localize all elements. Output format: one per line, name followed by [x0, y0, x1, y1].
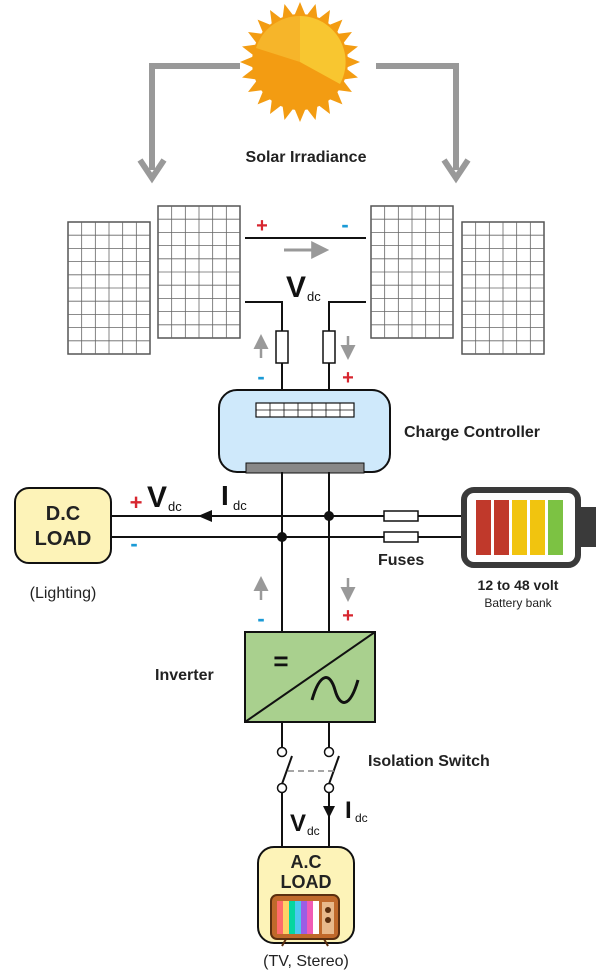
isolation-switch [276, 746, 340, 794]
tv-screen-bar [277, 901, 283, 934]
irradiance-arrow-right-head [441, 158, 471, 184]
sun-ray [240, 55, 255, 69]
idc-load-i: I [221, 480, 229, 511]
solar-panel-4 [461, 221, 545, 355]
vdc-top-v: V [286, 271, 306, 304]
sun-ray [248, 32, 264, 45]
sun-ray [257, 90, 272, 105]
panel-fuse-left [275, 330, 289, 364]
battery-cell [530, 500, 545, 555]
panel-fuse-right [322, 330, 336, 364]
irradiance-label: Solar Irradiance [246, 149, 367, 166]
battery-fuse-lower [383, 531, 419, 543]
ac-load-line2: LOAD [281, 872, 332, 892]
irradiance-arrow-left [149, 63, 240, 170]
solar-panel-1 [67, 221, 151, 355]
battery-cell [476, 500, 491, 555]
tv-screen-bar [301, 901, 307, 934]
ac-load-line1: A.C [291, 852, 322, 872]
battery-cell [512, 500, 527, 555]
solar-panel-2 [157, 205, 241, 339]
sun-ray [270, 10, 283, 26]
battery-bank-label: Battery bank [484, 596, 552, 610]
ac-load-note: (TV, Stereo) [263, 953, 349, 970]
charge-controller [218, 389, 391, 474]
battery-icon [461, 487, 596, 568]
dc-load: D.C LOAD [14, 487, 112, 564]
dc-load-note: (Lighting) [30, 585, 97, 602]
sun-ray [336, 32, 352, 45]
vdc-ac-sub: dc [307, 824, 320, 838]
idc-ac-sub: dc [355, 811, 368, 825]
vdc-top-sub: dc [307, 289, 321, 304]
tv-screen-bar [295, 901, 301, 934]
dc-load-line2: LOAD [35, 528, 92, 550]
panel-plus-sign: + [256, 215, 268, 237]
solar-panel-3 [370, 205, 454, 339]
dc-load-minus: - [130, 531, 137, 556]
irradiance-arrow-right [376, 63, 459, 170]
isolation-switch-label: Isolation Switch [368, 753, 490, 770]
sun-ray [248, 79, 264, 92]
idc-load-arrowhead [198, 510, 212, 522]
idc-ac-i: I [345, 797, 352, 824]
inverter-dc-symbol: = [273, 646, 288, 676]
tv-screen-bar [289, 901, 295, 934]
irradiance-arrow-left-head [137, 158, 167, 184]
charge-controller-label: Charge Controller [404, 424, 540, 441]
sun-ray [336, 79, 352, 92]
controller-minus-top: - [257, 364, 264, 389]
battery-cell [548, 500, 563, 555]
ac-load: A.C LOAD [257, 846, 355, 947]
tv-screen-bar [283, 901, 289, 934]
sun-ray [345, 55, 360, 69]
inverter-minus: - [257, 606, 264, 631]
battery-cell [494, 500, 509, 555]
vdc-load-v: V [147, 481, 167, 514]
sun-slice-mid [256, 15, 300, 62]
junction-upper [324, 511, 334, 521]
tv-icon [270, 894, 340, 947]
battery-cells [476, 500, 563, 555]
vdc-load-sub: dc [168, 499, 182, 514]
junction-lower [277, 532, 287, 542]
idc-ac-arrowhead [323, 806, 335, 818]
panel-minus-sign: - [341, 212, 348, 237]
inverter-sine-icon [310, 676, 360, 704]
vdc-ac-v: V [290, 810, 306, 837]
controller-plus-top: + [342, 367, 354, 389]
battery-voltage-label: 12 to 48 volt [478, 577, 559, 593]
sun-ray [328, 90, 343, 105]
sun-ray [328, 19, 343, 34]
sun-ray [317, 10, 330, 26]
sun-ray [317, 98, 330, 114]
controller-display [255, 402, 355, 418]
sun-rays [240, 2, 360, 122]
sun-ray [293, 107, 307, 122]
sun-ray [293, 2, 307, 17]
idc-load-sub: dc [233, 498, 247, 513]
sun-ray [270, 98, 283, 114]
dc-load-plus: + [130, 490, 143, 515]
inverter-label: Inverter [155, 667, 214, 684]
fuses-label: Fuses [378, 552, 424, 569]
inverter-plus: + [342, 605, 354, 627]
sun-ray [257, 19, 272, 34]
tv-screen-bar [307, 901, 313, 934]
battery-fuse-upper [383, 510, 419, 522]
dc-load-line1: D.C [46, 503, 80, 525]
inverter: = [244, 631, 376, 723]
sun-icon [240, 2, 360, 122]
tv-screen-bar [313, 901, 319, 934]
sun-slice-light [300, 16, 346, 84]
